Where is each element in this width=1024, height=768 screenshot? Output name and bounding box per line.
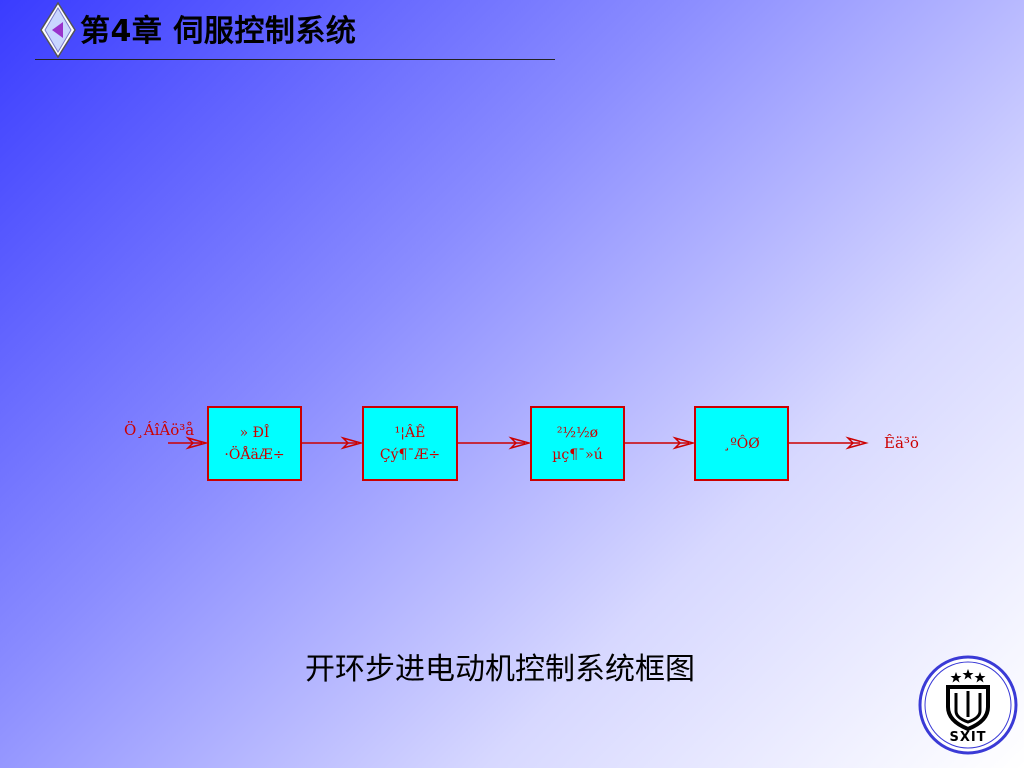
- output-label: Êä³ö: [884, 434, 919, 452]
- back-arrow-icon[interactable]: [40, 2, 76, 58]
- block-1: » ÐÎ ·ÖÅäÆ÷: [207, 406, 302, 481]
- logo-text: SXIT: [949, 730, 987, 745]
- input-label: Ö¸ÁîÂö³å: [124, 421, 195, 439]
- block-3: ²½½ø µç¶¯»ú: [530, 406, 625, 481]
- arrow-head-5: [845, 436, 869, 450]
- block-1-line2: ·ÖÅäÆ÷: [224, 446, 285, 463]
- block-4: ¸ºÔØ: [694, 406, 789, 481]
- arrow-head-2: [340, 436, 364, 450]
- block-3-line1: ²½½ø: [556, 424, 599, 441]
- sxit-logo-icon: [918, 655, 1018, 755]
- arrow-head-3: [508, 436, 532, 450]
- block-4-line1: ¸ºÔØ: [723, 435, 760, 452]
- chapter-title: 第4章 伺服控制系统: [80, 14, 357, 49]
- header-divider: [35, 59, 555, 60]
- figure-caption: 开环步进电动机控制系统框图: [305, 652, 695, 687]
- block-1-line1: » ÐÎ: [239, 424, 270, 441]
- block-2-line2: Çý¶¯Æ÷: [379, 446, 441, 463]
- arrow-head-4: [672, 436, 696, 450]
- sxit-logo: SXIT: [918, 655, 1018, 755]
- arrow-head-1: [185, 436, 209, 450]
- block-3-line2: µç¶¯»ú: [552, 446, 603, 463]
- block-2-line1: ¹¦ÂÊ: [394, 424, 426, 441]
- block-2: ¹¦ÂÊ Çý¶¯Æ÷: [362, 406, 458, 481]
